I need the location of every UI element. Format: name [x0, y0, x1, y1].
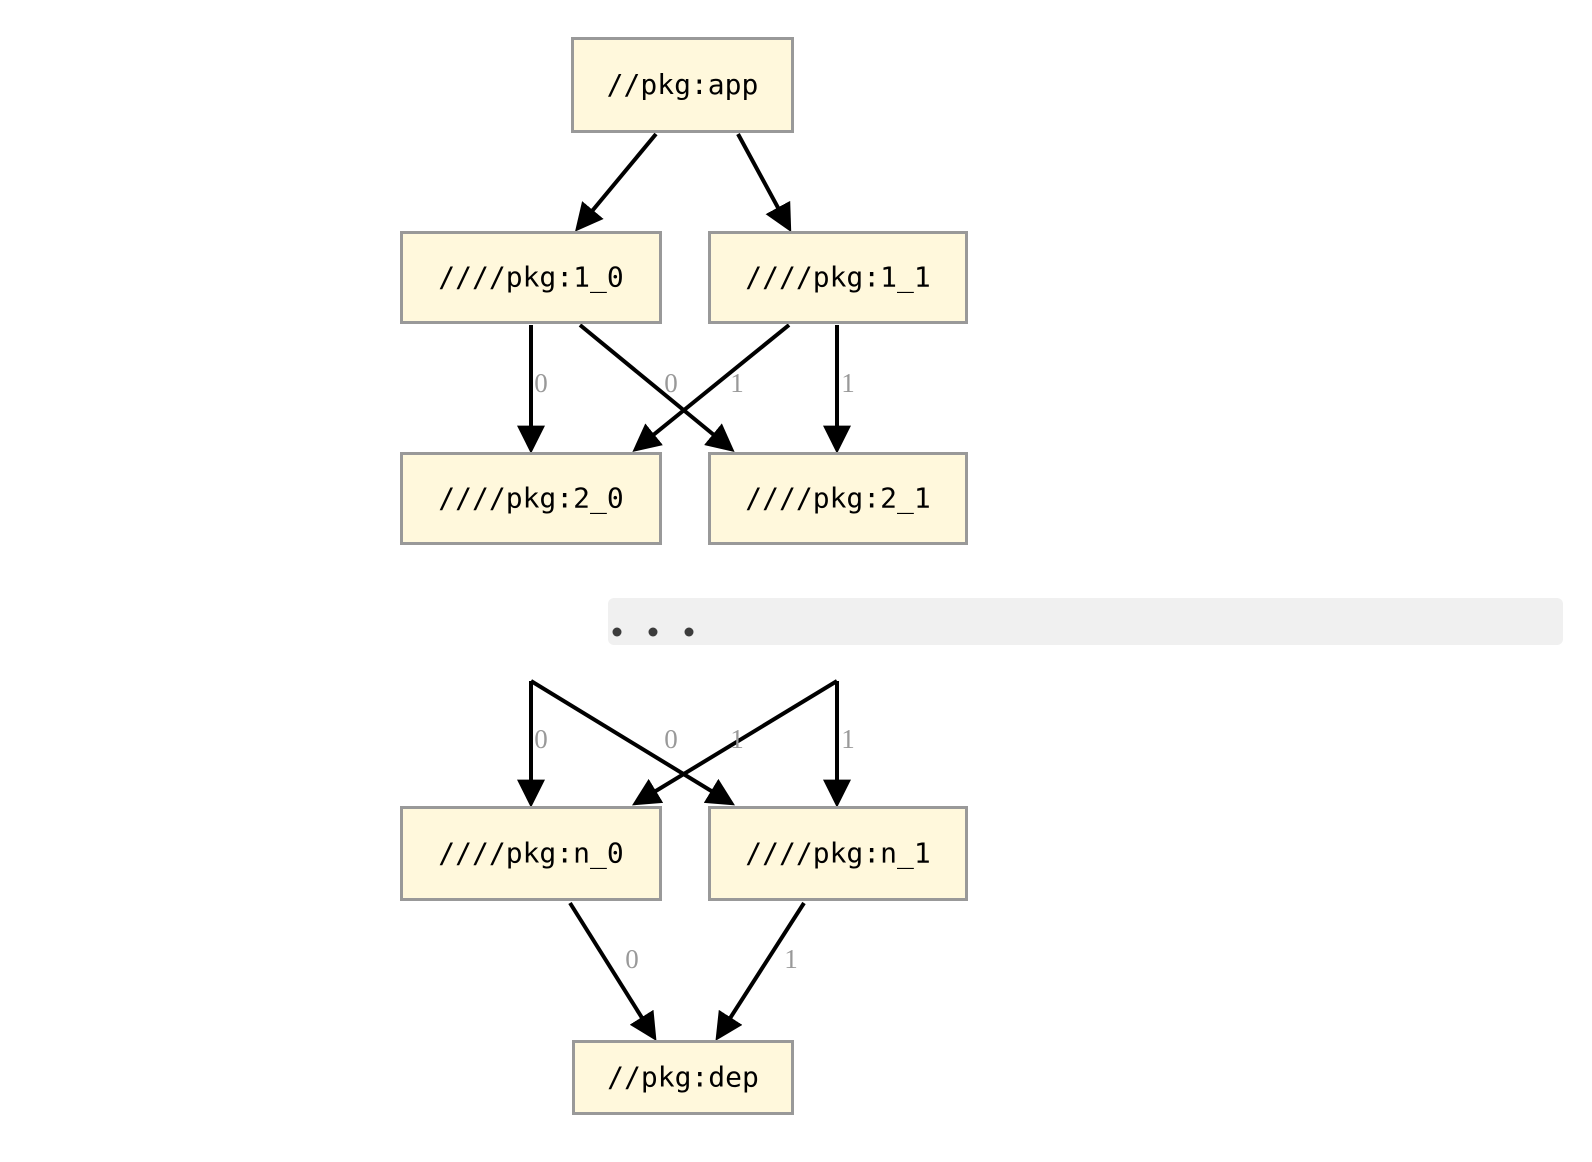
edge-label: 0	[534, 724, 548, 754]
graph-node[interactable]: //pkg:app	[571, 37, 794, 133]
node-label: ////pkg:2_0	[438, 482, 623, 516]
edge-label: 0	[625, 944, 639, 974]
edge-label: 0	[664, 368, 678, 398]
ellipsis-dot	[612, 627, 622, 637]
ellipsis-band-background	[608, 598, 1563, 645]
graph-node[interactable]: ////pkg:2_1	[708, 452, 968, 545]
edge-label: 0	[664, 724, 678, 754]
graph-edge	[575, 132, 658, 232]
graph-node[interactable]: //pkg:dep	[572, 1040, 794, 1115]
graph-node[interactable]: ////pkg:n_1	[708, 806, 968, 901]
node-box[interactable]	[571, 37, 794, 133]
nodes-layer: //pkg:app ////pkg:1_0 ////pkg:1_1 ////pkg:2…	[400, 37, 968, 1115]
edge-label: 1	[784, 944, 798, 974]
edge-line	[578, 323, 735, 452]
node-box[interactable]	[400, 452, 662, 545]
node-label: //pkg:dep	[607, 1061, 759, 1094]
ellipsis-layer	[608, 598, 1563, 645]
node-box[interactable]	[708, 806, 968, 901]
collapsed-section-ellipsis	[608, 598, 1563, 645]
node-label: ////pkg:1_1	[745, 261, 930, 295]
node-box[interactable]	[400, 231, 662, 324]
graph-edge	[632, 679, 839, 806]
edge-line	[529, 679, 735, 806]
node-label: ////pkg:n_0	[438, 837, 623, 871]
node-box[interactable]	[708, 231, 968, 324]
graph-node[interactable]: ////pkg:n_0	[400, 806, 662, 901]
edge-line	[575, 132, 658, 232]
edge-line	[568, 901, 657, 1041]
edge-label: 0	[534, 368, 548, 398]
edge-label: 1	[841, 368, 855, 398]
graph-node[interactable]: ////pkg:1_0	[400, 231, 662, 324]
node-label: ////pkg:1_0	[438, 261, 623, 295]
node-box[interactable]	[572, 1040, 794, 1115]
ellipsis-dot	[684, 627, 694, 637]
edge-label: 1	[730, 724, 744, 754]
graph-edge	[568, 901, 657, 1041]
node-label: ////pkg:2_1	[745, 482, 930, 516]
node-box[interactable]	[708, 452, 968, 545]
edge-label: 1	[730, 368, 744, 398]
graph-edge	[632, 323, 791, 452]
edge-label: 1	[841, 724, 855, 754]
graph-edge	[529, 679, 735, 806]
edge-line	[632, 679, 839, 806]
graph-edge	[715, 901, 806, 1041]
edge-line	[715, 901, 806, 1041]
node-label: //pkg:app	[607, 68, 759, 101]
edge-line	[632, 323, 791, 452]
edges-layer	[517, 132, 851, 1041]
node-box[interactable]	[400, 806, 662, 901]
graph-edge	[736, 133, 792, 233]
node-label: ////pkg:n_1	[745, 837, 930, 871]
graph-edge	[578, 323, 735, 452]
graph-node[interactable]: ////pkg:1_1	[708, 231, 968, 324]
graph-node[interactable]: ////pkg:2_0	[400, 452, 662, 545]
edge-labels-layer: 0 0 1 1 0 0 1 1 0 1	[534, 368, 855, 974]
edge-line	[736, 133, 792, 233]
ellipsis-dot	[648, 627, 658, 637]
